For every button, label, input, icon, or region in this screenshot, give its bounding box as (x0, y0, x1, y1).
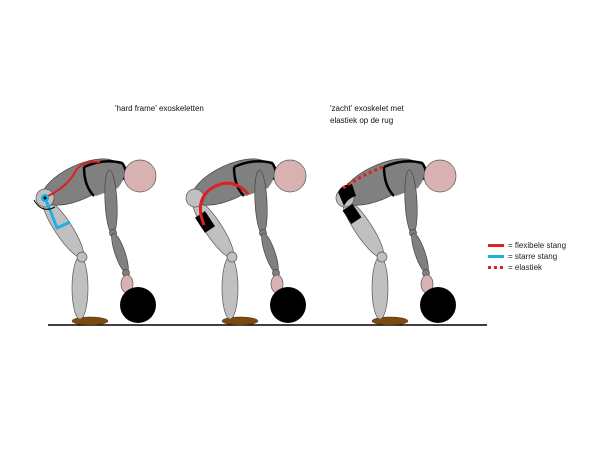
rotation-arrow (33, 199, 56, 210)
flexible-bar (47, 160, 101, 197)
rigid-bar (43, 197, 71, 230)
red-line-swatch (488, 244, 504, 247)
red-dotted-swatch (488, 266, 504, 269)
caption-hard-frame: 'hard frame' exoskeletten (115, 104, 204, 113)
blue-line-swatch (488, 255, 504, 258)
legend-label: = elastiek (508, 263, 543, 272)
caption-soft-line2: elastiek op de rug (330, 116, 394, 125)
hip-band (338, 184, 356, 206)
figure-soft-exo (334, 148, 458, 327)
figure-hard-frame-2 (184, 148, 308, 327)
legend-label: = flexibele stang (508, 241, 567, 250)
hip-pivot-center (43, 196, 47, 200)
legend-item-rigid: = starre stang (488, 251, 566, 262)
legend-item-flexible: = flexibele stang (488, 240, 566, 251)
caption-soft-exo: 'zacht' exoskelet met elastiek op de rug (330, 103, 404, 127)
legend: = flexibele stang = starre stang = elast… (488, 240, 566, 273)
flexible-bar (198, 181, 250, 226)
elastic-band (342, 164, 386, 190)
legend-label: = starre stang (508, 252, 558, 261)
figure-hard-frame-1 (33, 148, 158, 327)
caption-soft-line1: 'zacht' exoskelet met (330, 104, 404, 113)
thigh-band (342, 204, 362, 224)
legend-item-elastic: = elastiek (488, 262, 566, 273)
